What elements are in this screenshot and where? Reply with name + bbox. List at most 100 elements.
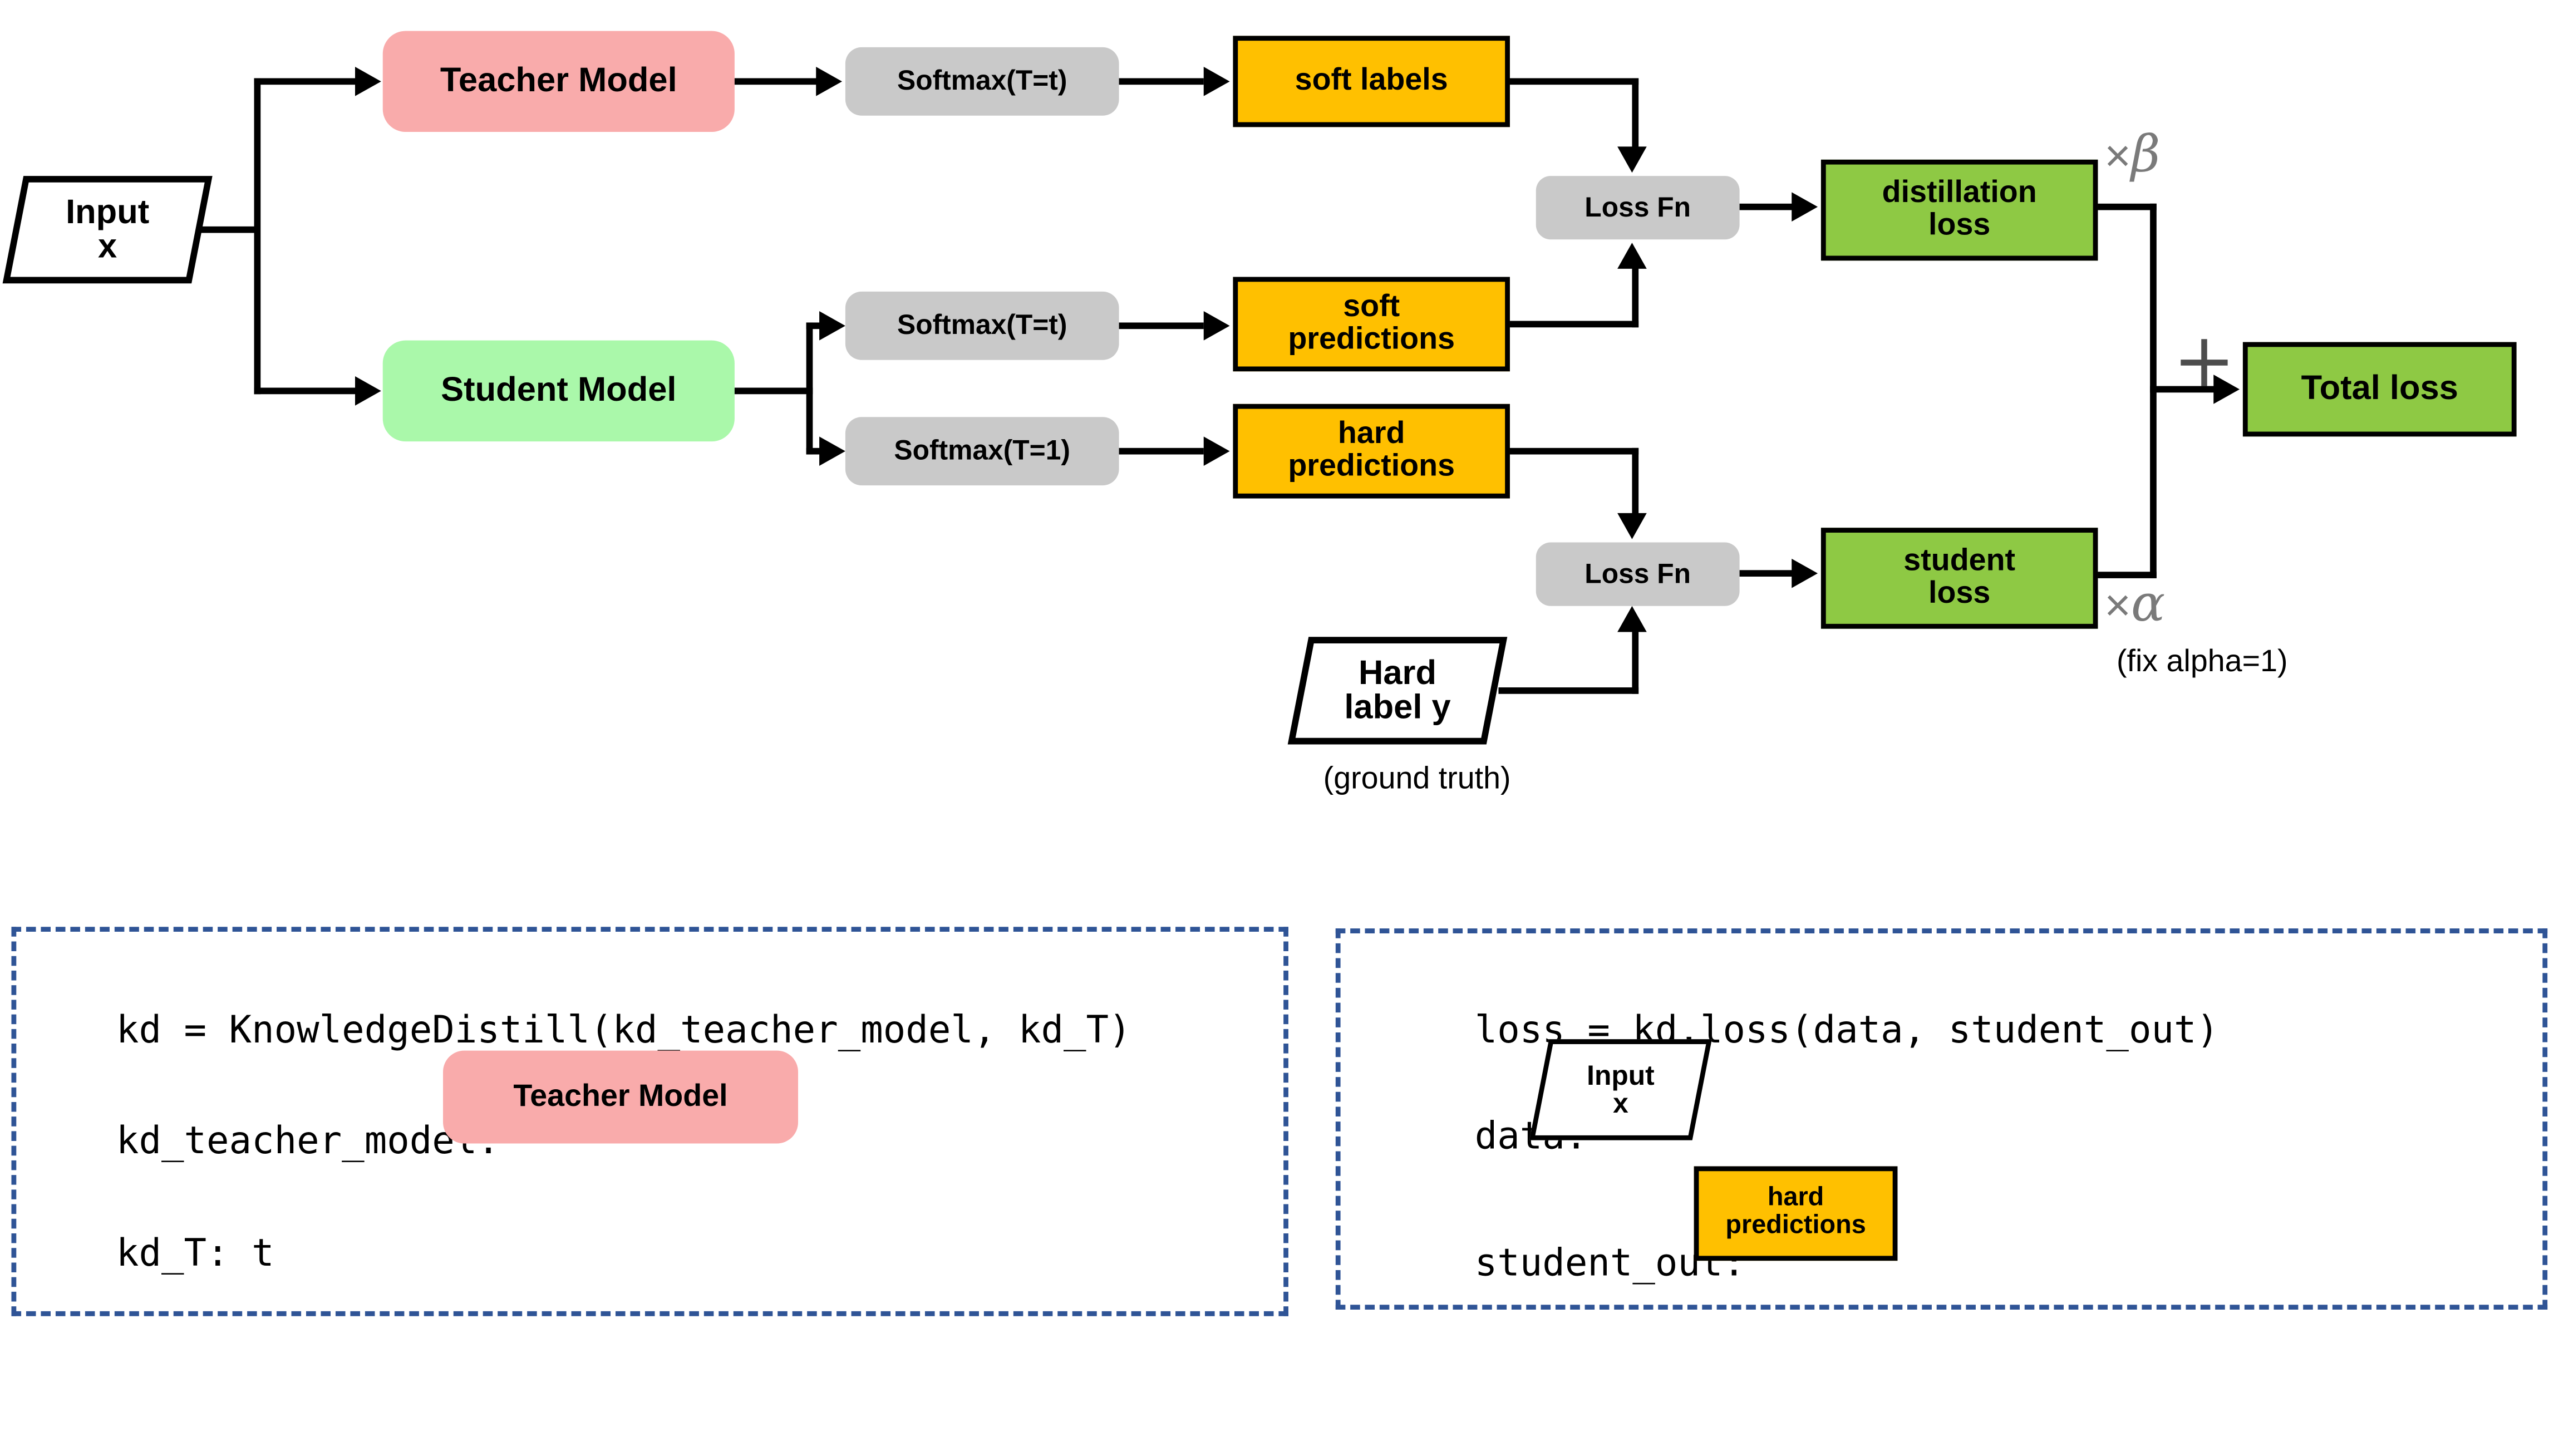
arrowhead-lossfn1-top (1617, 146, 1647, 173)
connector-student-hard-stub (806, 447, 823, 455)
distillation-loss-node: distillation loss (1820, 159, 2098, 261)
soft-labels-label: soft labels (1295, 63, 1448, 98)
student-loss-line1: student (1903, 544, 2016, 579)
arrowhead-teacher-softmax (816, 66, 843, 96)
hard-predictions-line1: hard (1337, 417, 1405, 451)
times-alpha-label: ×α (2104, 579, 2165, 631)
fix-alpha-note: (fix alpha=1) (2069, 645, 2336, 681)
connector-hardpred-down (1632, 447, 1639, 517)
connector-distill-out (2098, 203, 2157, 210)
times-beta-label: ×β (2104, 130, 2160, 181)
teacher-model-label: Teacher Model (440, 62, 677, 100)
input-x-line1: Input (66, 193, 150, 231)
input-x-chip-line1: Input (1587, 1060, 1655, 1091)
connector-softlabels-right (1509, 78, 1639, 85)
kd-t-label: kd_T: t (26, 1186, 274, 1323)
arrowhead-student-softmax-1 (819, 436, 845, 466)
input-x-chip-line2: x (1613, 1088, 1628, 1119)
connector-softmax-softlabels (1119, 78, 1204, 85)
softmax-teacher-label: Softmax(T=t) (897, 65, 1067, 96)
beta-symbol: β (2131, 125, 2161, 184)
connector-hardlabel-up (1632, 632, 1639, 694)
connector-studentloss-out (2098, 572, 2157, 578)
arrowhead-lossfn2-bottom (1617, 606, 1647, 632)
softmax-student-hard-node: Softmax(T=1) (845, 417, 1119, 486)
times-sign-beta: × (2104, 130, 2132, 181)
student-model-label: Student Model (441, 371, 677, 409)
teacher-model-chip: Teacher Model (443, 1050, 799, 1144)
hard-label-node: Hard label y (1287, 637, 1508, 745)
kd-teacher-model-label: kd_teacher_model: (26, 1074, 500, 1211)
total-loss-node: Total loss (2242, 342, 2517, 437)
soft-predictions-line2: predictions (1288, 322, 1455, 357)
fix-alpha-note-text: (fix alpha=1) (2116, 645, 2288, 680)
teacher-model-chip-label: Teacher Model (513, 1079, 728, 1114)
arrowhead-studentloss (1792, 558, 1818, 588)
arrowhead-hardpred (1203, 436, 1230, 466)
loss-fn-top-label: Loss Fn (1584, 191, 1691, 223)
teacher-model-node: Teacher Model (382, 31, 735, 132)
hard-label-line2: label y (1344, 688, 1451, 727)
connector-to-teacher (254, 78, 355, 85)
connector-student-out (734, 387, 813, 395)
connector-softmax-hardpred (1119, 447, 1204, 455)
connector-student-branch (806, 322, 813, 455)
soft-labels-node: soft labels (1233, 36, 1510, 127)
kd-t-label-text: kd_T: t (116, 1233, 274, 1276)
connector-sum-total (2150, 386, 2217, 393)
connector-softmax-softpred (1119, 322, 1204, 329)
connector-lossfn2-studentloss (1739, 570, 1795, 577)
total-loss-label: Total loss (2301, 370, 2458, 407)
connector-softpred-up (1632, 265, 1639, 328)
hard-predictions-chip-line2: predictions (1725, 1212, 1866, 1240)
student-model-node: Student Model (382, 340, 735, 442)
arrowhead-softlabels (1203, 66, 1230, 96)
arrowhead-lossfn2-top (1617, 513, 1647, 539)
student-out-label: student_out: (1385, 1196, 1745, 1332)
hard-label-line1: Hard (1358, 654, 1437, 692)
arrowhead-to-teacher (355, 66, 381, 96)
softmax-teacher-node: Softmax(T=t) (845, 47, 1119, 116)
input-x-chip: Input x (1529, 1039, 1712, 1140)
student-loss-line2: loss (1928, 577, 1991, 611)
ground-truth-note: (ground truth) (1271, 763, 1564, 798)
loss-fn-bottom-label: Loss Fn (1584, 558, 1691, 589)
hard-predictions-chip: hard predictions (1694, 1166, 1898, 1261)
arrowhead-lossfn1-bottom (1617, 243, 1647, 269)
connector-teacher-softmax (734, 78, 820, 85)
softmax-student-soft-label: Softmax(T=t) (897, 309, 1067, 341)
distillation-loss-line2: loss (1928, 208, 1991, 243)
loss-fn-top-node: Loss Fn (1536, 176, 1740, 240)
hard-predictions-node: hard predictions (1233, 404, 1510, 499)
alpha-symbol: α (2131, 575, 2166, 634)
arrowhead-total-loss (2213, 375, 2240, 404)
soft-predictions-line1: soft (1343, 290, 1400, 324)
arrowhead-student-softmax-t (819, 311, 845, 341)
softmax-student-hard-label: Softmax(T=1) (894, 435, 1071, 466)
arrowhead-softpred (1203, 311, 1230, 341)
kd-teacher-model-label-text: kd_teacher_model: (116, 1120, 500, 1163)
hard-predictions-chip-line1: hard (1767, 1184, 1824, 1212)
student-loss-node: student loss (1820, 528, 2098, 629)
hard-predictions-line2: predictions (1288, 449, 1455, 484)
connector-hardlabel-right (1498, 687, 1639, 694)
loss-fn-bottom-node: Loss Fn (1536, 542, 1740, 606)
kd-constructor-code-text: kd = KnowledgeDistill(kd_teacher_model, … (116, 1010, 1131, 1052)
connector-student-soft-stub (806, 322, 823, 329)
connector-softlabels-down (1632, 78, 1639, 150)
connector-to-student (254, 387, 355, 395)
softmax-student-soft-node: Softmax(T=t) (845, 291, 1119, 360)
input-x-node: Input x (2, 176, 213, 284)
soft-predictions-node: soft predictions (1233, 277, 1510, 372)
kd-constructor-code-line: kd = KnowledgeDistill(kd_teacher_model, … (26, 963, 1131, 1100)
times-sign-alpha: × (2104, 579, 2132, 631)
arrowhead-distill (1792, 192, 1818, 222)
distillation-loss-line1: distillation (1882, 176, 2037, 210)
arrowhead-to-student (355, 376, 381, 406)
connector-input-out (199, 226, 258, 233)
connector-softpred-right (1509, 321, 1639, 328)
connector-input-branch (254, 78, 261, 395)
ground-truth-note-text: (ground truth) (1323, 762, 1511, 797)
connector-hardpred-right (1509, 447, 1639, 455)
